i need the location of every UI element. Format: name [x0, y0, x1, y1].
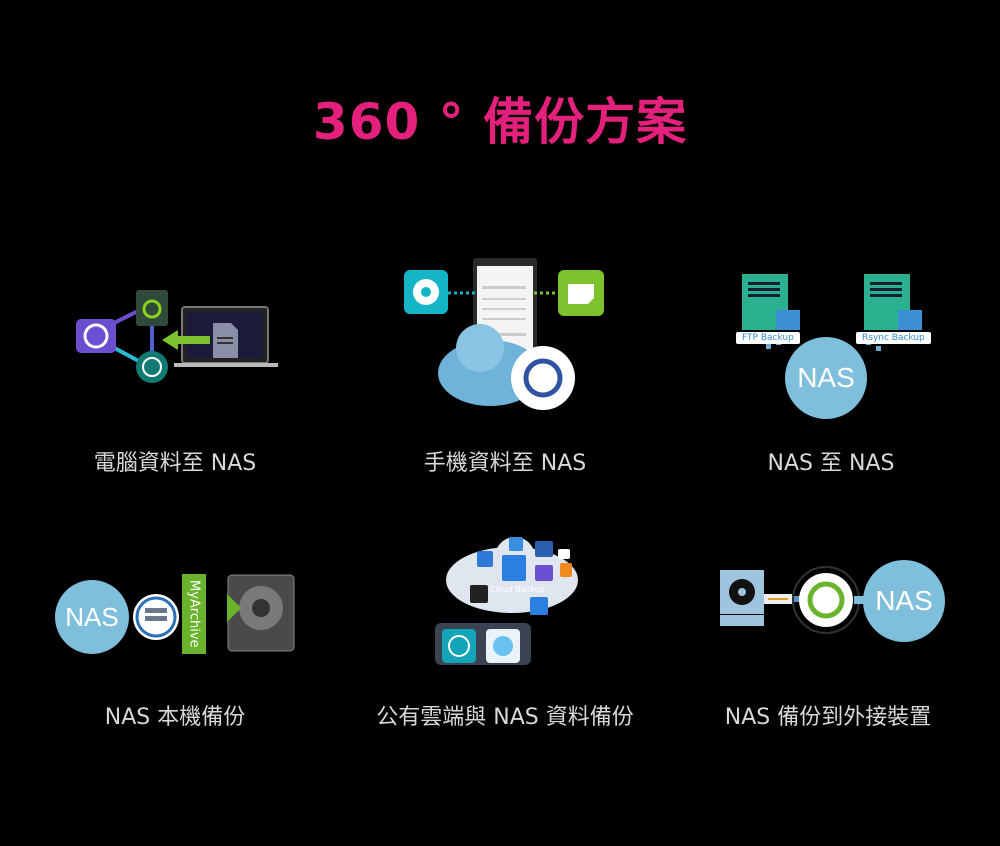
- cloud-backup-text: Cloud Backup: [490, 585, 545, 594]
- ftp-backup-tag: FTP Backup: [736, 332, 800, 344]
- solution-label-pc-to-nas: 電腦資料至 NAS: [93, 451, 257, 476]
- solution-label-nas-to-nas: NAS 至 NAS: [767, 451, 895, 476]
- nas-circle: NAS: [55, 580, 129, 654]
- myarchive-label: MyArchive: [182, 574, 206, 654]
- public-cloud-backup-illustration: Cloud Backup: [430, 535, 585, 667]
- rsync-backup-tag: Rsync Backup: [856, 332, 931, 344]
- solution-label-mobile-to-nas: 手機資料至 NAS: [423, 451, 587, 476]
- solution-label-nas-local-backup: NAS 本機備份: [104, 705, 246, 730]
- solution-label-public-cloud-backup: 公有雲端與 NAS 資料備份: [376, 705, 634, 730]
- pc-to-nas-illustration: [70, 285, 280, 385]
- nas-circle: NAS: [785, 337, 867, 419]
- nas-to-nas-illustration: FTP Backup Rsync Backup NAS: [730, 272, 940, 422]
- page-title: 360 ° 備份方案: [312, 93, 688, 151]
- nas-local-backup-illustration: NAS MyArchive: [55, 574, 300, 658]
- mobile-to-nas-illustration: [400, 258, 610, 414]
- nas-circle: NAS: [863, 560, 945, 642]
- nas-to-external-illustration: NAS: [718, 558, 948, 644]
- solution-label-nas-to-external: NAS 備份到外接裝置: [724, 705, 932, 730]
